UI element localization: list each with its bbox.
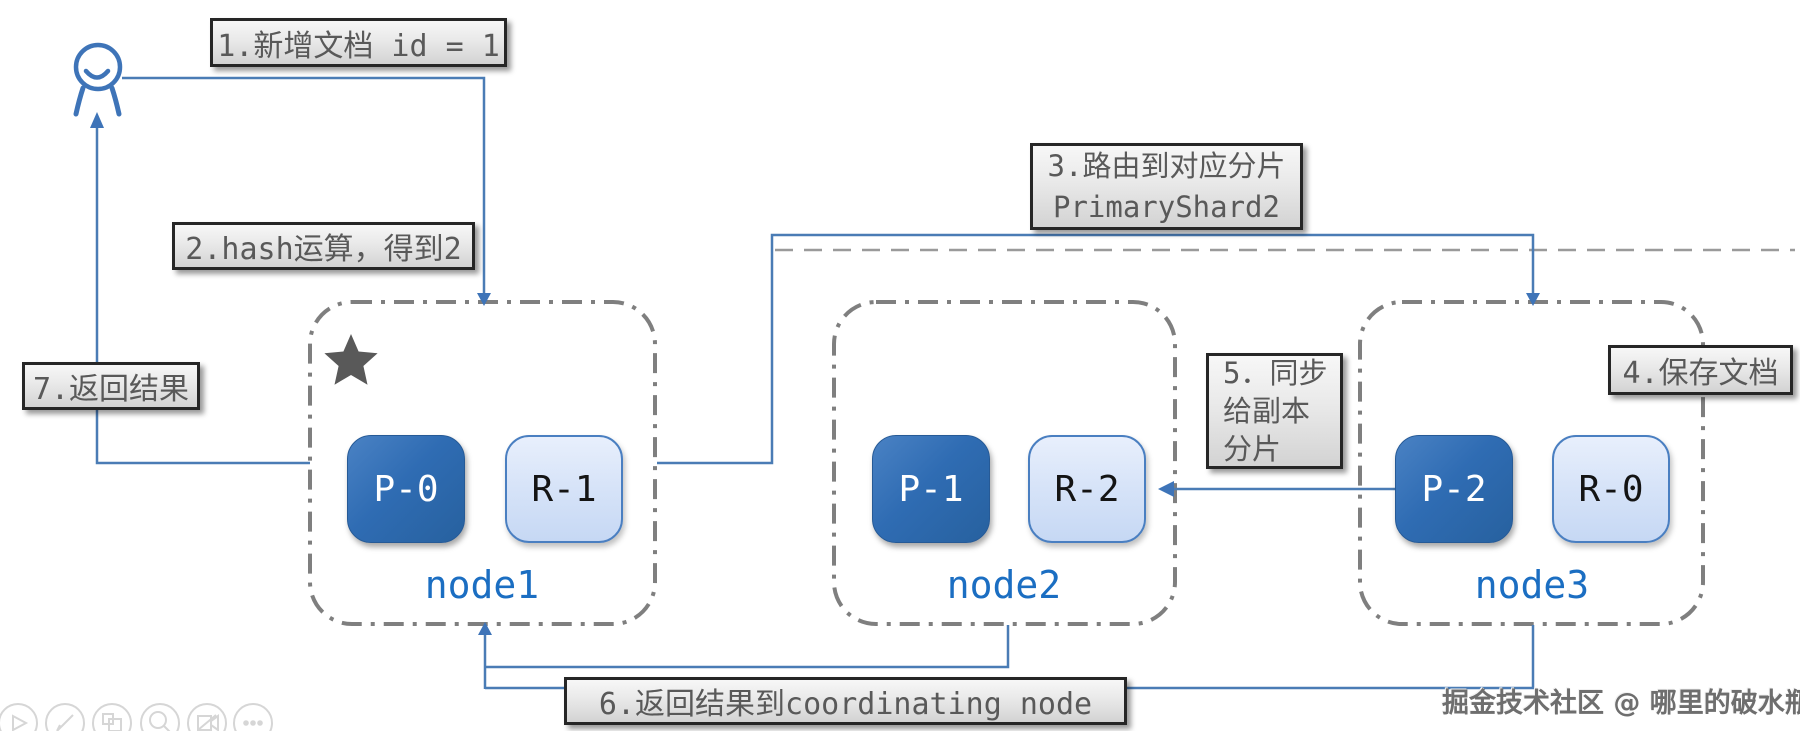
step5-line3: 分片 <box>1223 432 1282 466</box>
arrowhead-into-r2 <box>1158 481 1174 497</box>
route-index-request-line <box>122 76 486 294</box>
node3-label: node3 <box>1474 563 1590 607</box>
step1-label: 1.新增文档 id = 1 <box>210 18 507 67</box>
grid-icon[interactable] <box>92 703 132 731</box>
arrowhead-into-node1-bottom <box>478 622 492 635</box>
shard-r2: R-2 <box>1028 435 1146 543</box>
shard-r1: R-1 <box>505 435 623 543</box>
route-return-from-node2-line <box>485 625 1010 669</box>
step4-label: 4.保存文档 <box>1608 345 1793 395</box>
step5-label: 5．同步 给副本 分片 <box>1206 353 1343 469</box>
play-icon[interactable] <box>0 703 38 731</box>
node2-box <box>832 300 1177 626</box>
watermark: 掘金技术社区 @ 哪里的破水瓶 <box>1442 688 1800 719</box>
node1-label: node1 <box>424 563 540 607</box>
step5-line1: 5．同步 <box>1223 356 1328 390</box>
node2-label: node2 <box>946 563 1062 607</box>
shard-p1: P-1 <box>872 435 990 543</box>
shard-p2: P-2 <box>1395 435 1513 543</box>
step7-label: 7.返回结果 <box>22 362 200 410</box>
step6-label: 6.返回结果到coordinating node <box>564 677 1127 725</box>
step3-label: 3.路由到对应分片 PrimaryShard2 <box>1030 143 1303 230</box>
step3-line2: PrimaryShard2 <box>1053 189 1280 224</box>
pencil-icon[interactable] <box>45 703 85 731</box>
step5-line2: 给副本 <box>1223 394 1311 428</box>
step3-line1: 3.路由到对应分片 <box>1047 148 1286 183</box>
route-to-primary-line <box>657 233 1535 465</box>
route-return-to-client-line <box>95 125 310 465</box>
magnifier-icon[interactable] <box>140 703 180 731</box>
no-video-icon[interactable] <box>187 703 227 731</box>
arrowhead-into-node1-top <box>477 293 491 306</box>
arrowhead-into-client <box>90 112 104 128</box>
client-actor-icon <box>73 42 123 117</box>
arrowhead-into-node3-top <box>1526 293 1540 306</box>
more-icon[interactable] <box>233 703 273 731</box>
shard-r0: R-0 <box>1552 435 1670 543</box>
shard-p0: P-0 <box>347 435 465 543</box>
coordinating-star-icon <box>324 334 378 385</box>
step2-label: 2.hash运算，得到2 <box>172 222 475 270</box>
